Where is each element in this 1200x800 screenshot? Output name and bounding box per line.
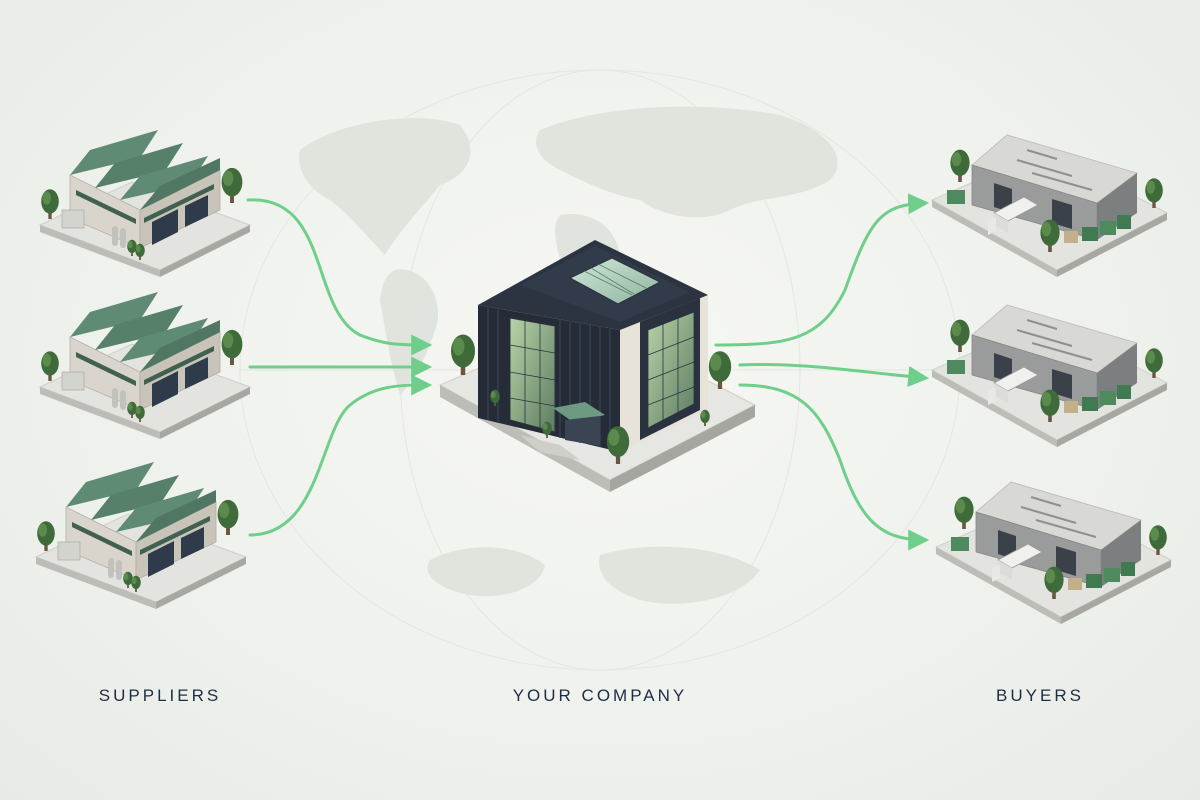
flow-arrow-buyer-2 (738, 362, 930, 387)
supplier-factory-1 (40, 130, 250, 277)
supplier-factory-3 (36, 462, 246, 609)
flow-arrow-supplier-3 (248, 374, 433, 537)
buyer-warehouse-1 (932, 135, 1167, 277)
buyer-flow-arrows (714, 193, 930, 551)
flow-arrow-supplier-1 (246, 198, 433, 356)
buyer-warehouse-2 (932, 305, 1167, 447)
flow-arrow-buyer-3 (738, 383, 930, 551)
supplier-factory-2 (40, 292, 250, 439)
company-headquarters (438, 240, 757, 492)
world-map-background (239, 69, 961, 671)
buyer-warehouse-3 (936, 482, 1171, 624)
buyers-label: BUYERS (996, 686, 1084, 705)
suppliers-label: SUPPLIERS (98, 686, 222, 705)
supplier-flow-arrows (246, 198, 433, 537)
your-company-label: YOUR COMPANY (512, 686, 688, 705)
flow-arrow-buyer-1 (714, 193, 930, 347)
